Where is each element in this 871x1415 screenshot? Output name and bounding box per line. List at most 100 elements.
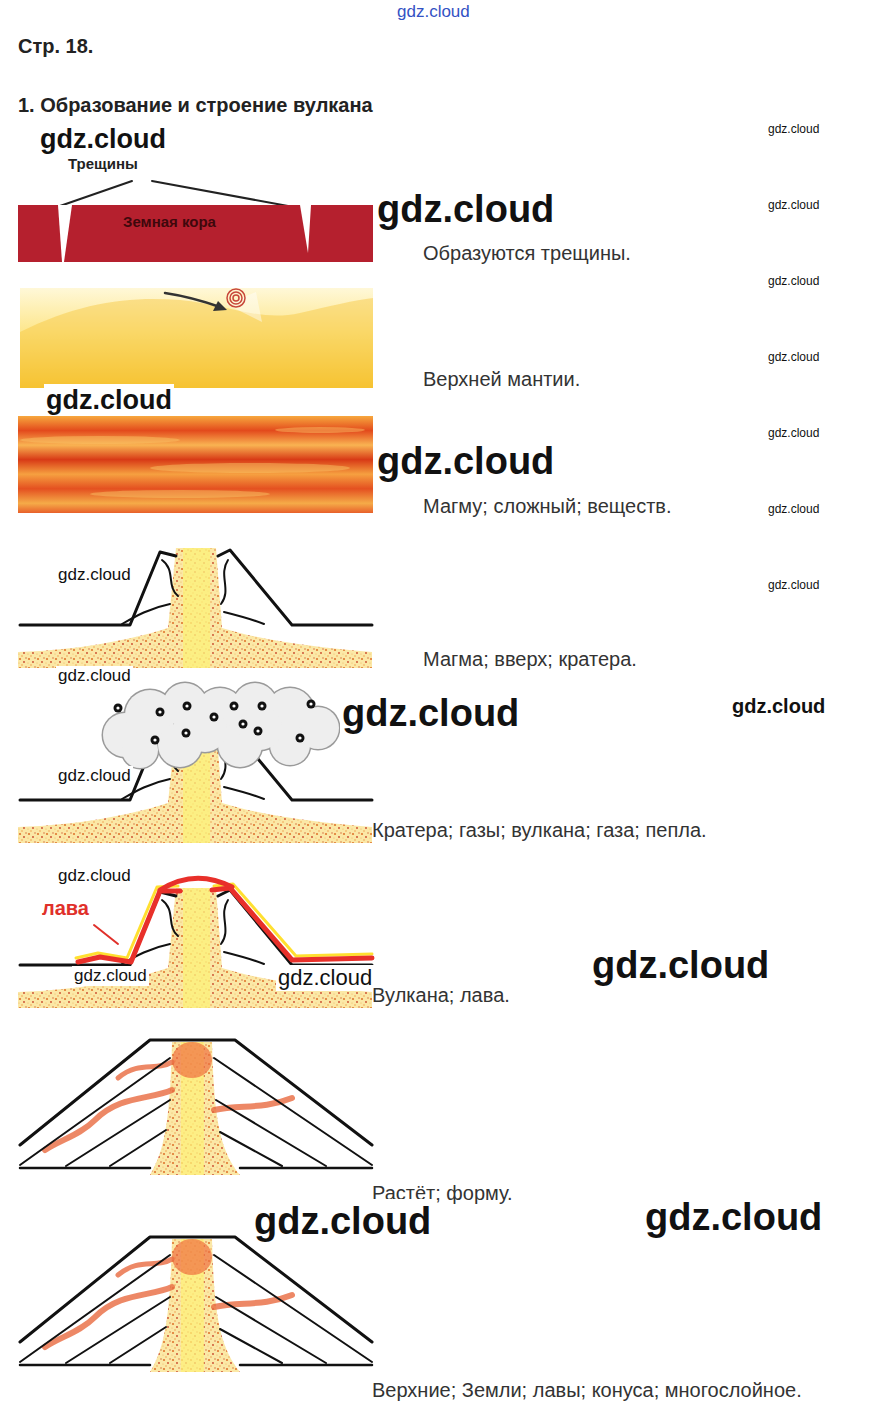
watermark: gdz.cloud bbox=[44, 384, 174, 416]
ground-line bbox=[20, 1364, 372, 1367]
watermark: gdz.cloud bbox=[768, 426, 819, 440]
cloud-puff bbox=[238, 706, 282, 750]
page-number: Стр. 18. bbox=[18, 34, 93, 58]
leader-line bbox=[152, 181, 288, 206]
watermark: gdz.cloud bbox=[56, 766, 133, 786]
watermark: gdz.cloud bbox=[56, 565, 133, 585]
watermark: gdz.cloud bbox=[768, 578, 819, 592]
leader-line bbox=[60, 181, 132, 206]
ash-particle bbox=[254, 727, 263, 736]
ripple bbox=[230, 292, 242, 304]
earth-crust-band: Земная кора bbox=[18, 205, 373, 262]
ash-particle bbox=[183, 702, 192, 711]
ash-particle-core bbox=[260, 704, 263, 707]
ash-particle bbox=[182, 729, 191, 738]
ash-particle bbox=[258, 702, 267, 711]
watermark: gdz.cloud bbox=[397, 2, 470, 22]
vent bbox=[183, 888, 210, 1008]
watermark: gdz.cloud bbox=[768, 350, 819, 364]
layer-line bbox=[110, 1327, 166, 1363]
vent bbox=[183, 548, 210, 668]
callout-label: Трещины bbox=[68, 155, 138, 173]
ash-particle-core bbox=[184, 731, 187, 734]
ash-particle bbox=[156, 708, 165, 717]
ash-particle-core bbox=[256, 729, 259, 732]
answer-text: Магма; вверх; кратера. bbox=[423, 647, 637, 671]
ash-particle-core bbox=[158, 710, 161, 713]
ripple bbox=[233, 295, 239, 301]
arrow-head bbox=[213, 301, 227, 311]
magma-streak bbox=[275, 427, 365, 433]
layer-line bbox=[20, 1058, 170, 1165]
layer-line bbox=[110, 1130, 166, 1166]
answer-text: Верхней мантии. bbox=[423, 367, 580, 391]
layer-line bbox=[220, 1329, 282, 1363]
watermark: gdz.cloud bbox=[592, 943, 769, 989]
cloud-puff bbox=[183, 708, 227, 752]
crack bbox=[300, 205, 311, 253]
lava-flow bbox=[212, 888, 372, 960]
mantle-glow bbox=[226, 292, 262, 322]
watermark: gdz.cloud bbox=[645, 1195, 822, 1241]
layer-line bbox=[216, 1100, 326, 1166]
title: 1. Образование и строение вулкана bbox=[18, 93, 373, 117]
watermark: gdz.cloud bbox=[252, 1199, 433, 1245]
ash-particle-core bbox=[185, 704, 188, 707]
watermark: gdz.cloud bbox=[732, 694, 825, 718]
volcano-outline bbox=[20, 727, 176, 800]
watermark: gdz.cloud bbox=[56, 866, 133, 886]
ash-particle bbox=[210, 713, 219, 722]
ash-particle-core bbox=[298, 736, 301, 739]
magma-area bbox=[18, 416, 373, 513]
magma-streak bbox=[20, 436, 180, 444]
stratovolcano bbox=[20, 1040, 372, 1175]
watermark: gdz.cloud bbox=[768, 198, 819, 212]
lava-flow bbox=[76, 886, 178, 958]
volcano bbox=[18, 548, 372, 668]
layer-line bbox=[214, 1255, 372, 1362]
magma-streak bbox=[150, 463, 350, 473]
layer-line bbox=[66, 1297, 170, 1363]
answer-text: Магму; сложный; веществ. bbox=[423, 494, 672, 518]
node-text: Земная кора bbox=[123, 213, 216, 231]
crack bbox=[58, 205, 72, 262]
volcano-outline bbox=[218, 550, 372, 625]
fissure bbox=[224, 952, 264, 964]
ash-particle-core bbox=[116, 706, 119, 709]
watermark: gdz.cloud bbox=[72, 966, 149, 986]
watermark: gdz.cloud bbox=[768, 274, 819, 288]
watermark: gdz.cloud bbox=[375, 187, 556, 233]
volcano-outline bbox=[20, 552, 176, 625]
watermark: gdz.cloud bbox=[768, 502, 819, 516]
ash-particle bbox=[230, 702, 239, 711]
ash-particle-core bbox=[232, 704, 235, 707]
magma-streak bbox=[90, 490, 270, 498]
fissure bbox=[221, 900, 228, 944]
ground-line bbox=[20, 1167, 372, 1170]
lava-flow bbox=[78, 891, 180, 962]
ash-particle bbox=[151, 736, 160, 745]
watermark: gdz.cloud bbox=[340, 691, 521, 737]
answer-text: Образуются трещины. bbox=[423, 241, 631, 265]
crater-magma bbox=[172, 1042, 212, 1078]
ripple bbox=[227, 289, 245, 307]
dyke bbox=[45, 1287, 172, 1347]
lava-flow bbox=[160, 878, 232, 890]
fissure bbox=[224, 612, 264, 624]
fissure bbox=[162, 900, 178, 936]
ash-particle bbox=[296, 734, 305, 743]
watermark: gdz.cloud bbox=[40, 123, 166, 155]
mantle-area bbox=[20, 288, 373, 388]
fissure bbox=[162, 560, 178, 596]
motion-arrow bbox=[165, 293, 220, 307]
ash-particle bbox=[307, 700, 316, 709]
answer-text: Верхние; Земли; лавы; конуса; многослойн… bbox=[372, 1378, 802, 1402]
layer-line bbox=[66, 1100, 170, 1166]
ash-particle-core bbox=[153, 738, 156, 741]
magma-chamber bbox=[18, 548, 372, 668]
answer-text: Кратера; газы; вулкана; газа; пепла. bbox=[372, 818, 707, 842]
stratovolcano bbox=[20, 1237, 372, 1372]
fissure bbox=[224, 787, 264, 799]
layer-line bbox=[20, 1255, 170, 1362]
